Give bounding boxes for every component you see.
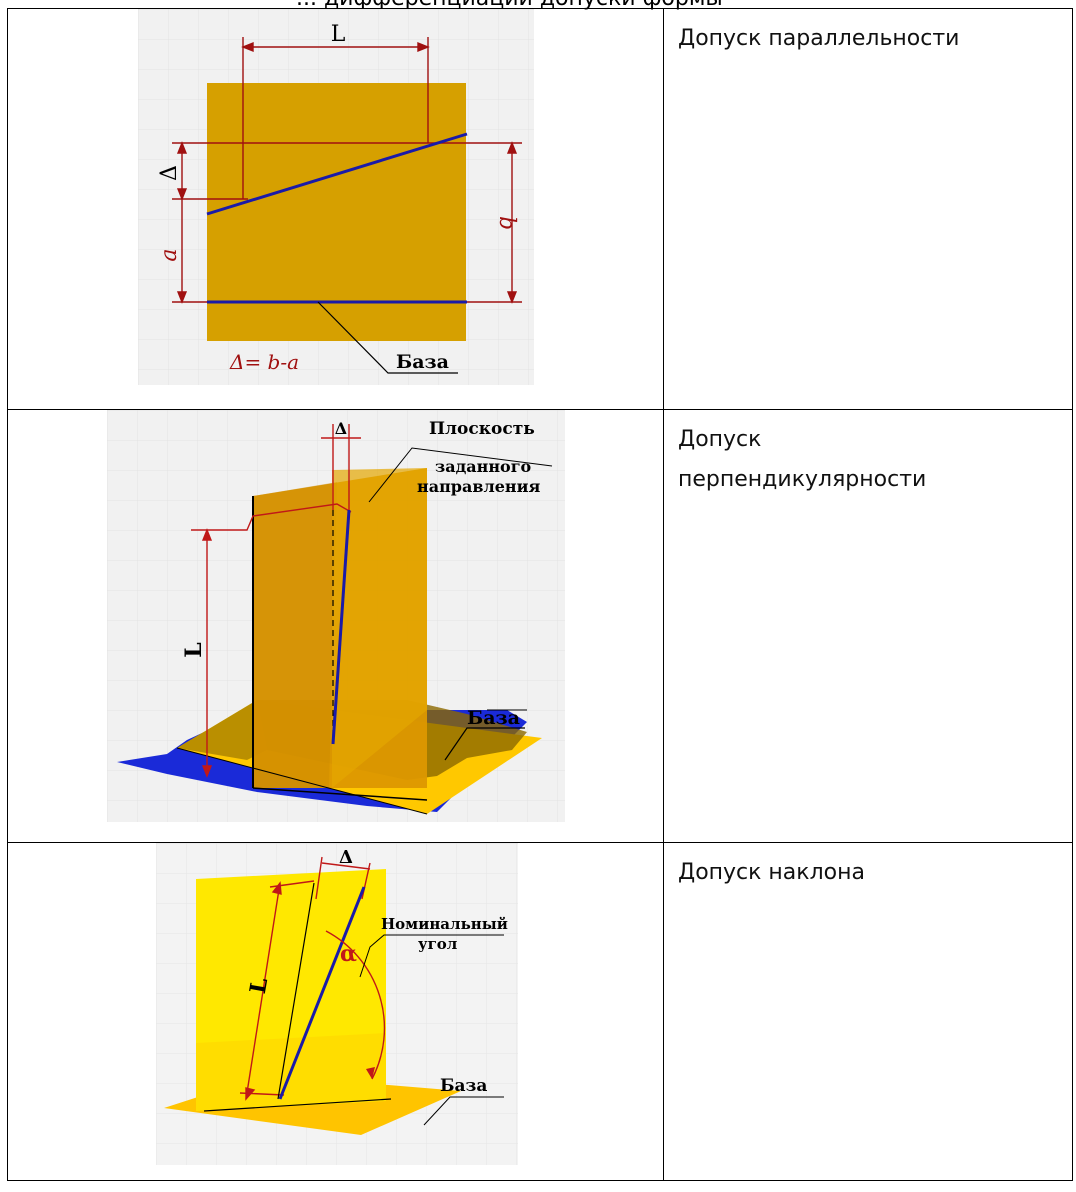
tolerance-label: Допуск наклона xyxy=(678,860,865,885)
tolerance-label: Допуск перпендикулярности xyxy=(664,410,1072,500)
label-cell-perpendicularity: Допуск перпендикулярности xyxy=(663,409,1073,843)
angle-label-1: Номинальный xyxy=(381,915,508,933)
tolerance-label: Допуск параллельности xyxy=(678,26,960,51)
tolerance-table: L Δ a b Δ= b-a База Допуск параллельност… xyxy=(7,8,1073,1181)
plane-label-2: заданного xyxy=(435,457,532,476)
formula-label: Δ= b-a xyxy=(229,350,299,374)
label-cell-parallelism: Допуск параллельности xyxy=(663,8,1073,410)
label-delta: Δ xyxy=(335,419,347,438)
dimension-l xyxy=(191,503,352,778)
base-label: База xyxy=(467,707,520,729)
label-delta: Δ xyxy=(157,165,182,181)
parallelism-diagram: L Δ a b Δ= b-a База xyxy=(138,9,534,385)
dimension-l xyxy=(241,37,430,199)
angle-arc xyxy=(325,930,386,1080)
label-cell-inclination: Допуск наклона xyxy=(663,842,1073,1181)
base-label: База xyxy=(440,1076,487,1096)
table-row: L Δ Номинальный угол α База Допуск накло… xyxy=(7,842,1073,1181)
label-l: L xyxy=(331,22,346,47)
figure-cell-inclination: L Δ Номинальный угол α База xyxy=(7,842,664,1181)
label-b: b xyxy=(494,216,519,230)
angle-label-2: угол xyxy=(418,935,458,953)
header-text: ... дифференциации допуски формы xyxy=(296,0,723,11)
plane-label-1: Плоскость xyxy=(429,419,535,439)
label-delta: Δ xyxy=(339,847,353,868)
inclination-diagram: L Δ Номинальный угол α База xyxy=(156,843,518,1165)
label-l: L xyxy=(245,976,273,996)
plate xyxy=(207,83,466,341)
table-row: L Δ Плоскость заданного направления База… xyxy=(7,409,1073,843)
label-a: a xyxy=(157,248,182,261)
inclined-line xyxy=(206,132,468,216)
figure-cell-parallelism: L Δ a b Δ= b-a База xyxy=(7,8,664,410)
table-row: L Δ a b Δ= b-a База Допуск параллельност… xyxy=(7,8,1073,410)
dimension-delta xyxy=(176,141,518,304)
plane-label-3: направления xyxy=(417,477,541,496)
figure-cell-perpendicularity: L Δ Плоскость заданного направления База xyxy=(7,409,664,843)
inclined-line xyxy=(331,509,351,745)
tolerance-label-line-1: Допуск xyxy=(678,427,762,452)
dimension-delta xyxy=(321,424,361,512)
base-leader xyxy=(317,301,458,374)
dimension-delta xyxy=(315,856,371,900)
label-alpha: α xyxy=(340,941,357,967)
base-label: База xyxy=(396,351,449,373)
label-l: L xyxy=(181,642,207,657)
tolerance-label-line-2: перпендикулярности xyxy=(678,467,927,492)
perpendicularity-diagram: L Δ Плоскость заданного направления База xyxy=(107,410,565,822)
inclined-line xyxy=(278,886,366,1100)
dimension-l xyxy=(239,880,315,1101)
header-fragment: ... дифференциации допуски формы xyxy=(0,0,1076,12)
